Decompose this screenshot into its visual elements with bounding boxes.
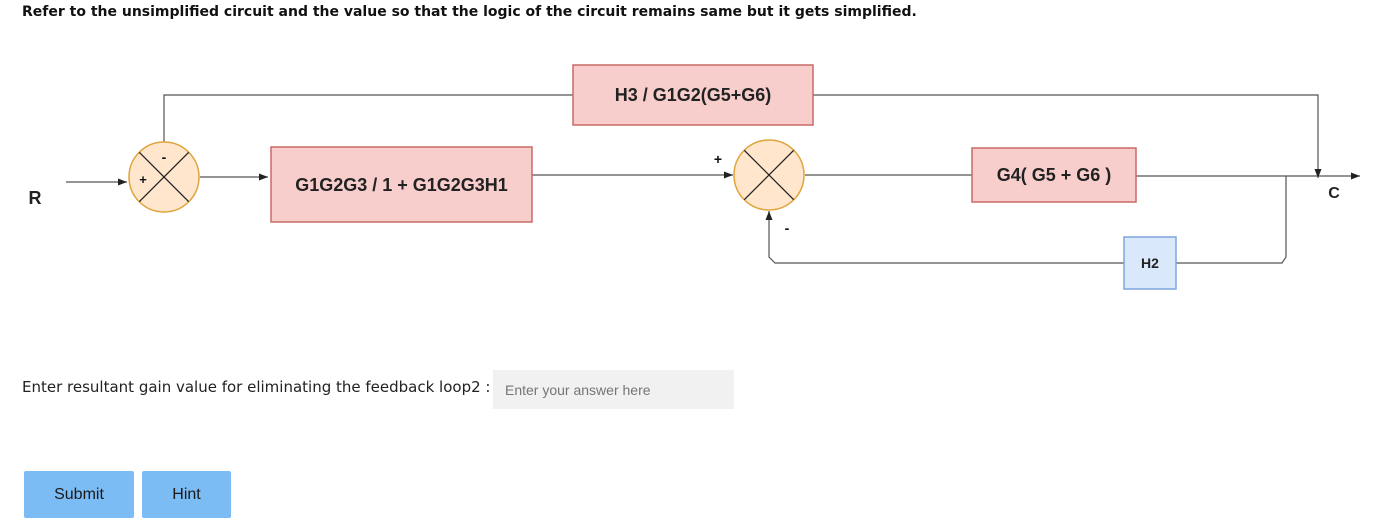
junction2-bottom-sign: -	[785, 220, 790, 236]
block-diagram: + - + - G1G2G3 / 1 + G1G2G3H1 H3 / G1G2(…	[29, 64, 1360, 290]
block-forward2-label: G4( G5 + G6 )	[997, 165, 1112, 185]
answer-input[interactable]	[493, 370, 734, 409]
junction1-top-sign: -	[162, 149, 167, 165]
block-feedforward-top-label: H3 / G1G2(G5+G6)	[615, 85, 772, 105]
summing-junction-2: + -	[714, 139, 805, 236]
junction1-left-sign: +	[139, 172, 147, 187]
input-label: R	[29, 188, 42, 208]
line-feedforward-to-output	[813, 94, 1322, 178]
block-feedback-h2-label: H2	[1141, 255, 1159, 271]
submit-button[interactable]: Submit	[24, 471, 134, 518]
junction2-top-sign: +	[714, 151, 722, 167]
output-label: C	[1328, 185, 1340, 202]
instruction-text: Refer to the unsimplified circuit and th…	[22, 4, 917, 20]
block-forward1-label: G1G2G3 / 1 + G1G2G3H1	[295, 175, 508, 195]
signal-lines	[66, 94, 1360, 264]
line-feedforward-path	[163, 94, 573, 143]
block-feedforward-top: H3 / G1G2(G5+G6)	[572, 64, 814, 126]
block-forward1: G1G2G3 / 1 + G1G2G3H1	[270, 146, 533, 223]
block-feedback-h2: H2	[1123, 236, 1177, 290]
line-feedback-to-h2	[1176, 176, 1287, 264]
hint-button[interactable]: Hint	[142, 471, 231, 518]
line-h2-to-junction2	[765, 211, 1124, 264]
summing-junction-1: + -	[128, 141, 200, 213]
question-label: Enter resultant gain value for eliminati…	[22, 378, 491, 396]
block-forward2: G4( G5 + G6 )	[971, 147, 1137, 203]
